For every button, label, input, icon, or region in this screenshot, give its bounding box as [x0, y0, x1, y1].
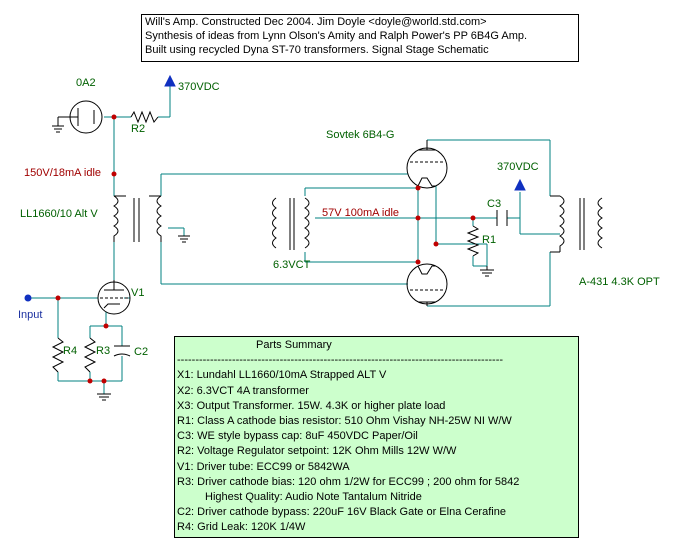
parts-item-r1: R1: Class A cathode bias resistor: 510 O… [177, 415, 512, 428]
opt-coil-primary [559, 195, 565, 252]
title-line-1: Will's Amp. Constructed Dec 2004. Jim Do… [145, 16, 487, 28]
supply-370-top-label: 370VDC [178, 81, 220, 93]
opt-coil-secondary [597, 197, 603, 249]
filament-coil-secondary [304, 197, 310, 249]
idle-57-label: 57V 100mA idle [322, 207, 400, 219]
parts-item-r3: R3: Driver cathode bias: 120 ohm 1/2W fo… [177, 475, 520, 488]
idle-150-label: 150V/18mA idle [24, 167, 102, 179]
supply-arrows [164, 74, 526, 191]
supply-arrow-right-icon [514, 178, 526, 191]
r3-resistor-icon [83, 337, 97, 373]
parts-item-x3: X3: Output Transformer. 15W. 4.3K or hig… [177, 399, 446, 412]
parts-item-x2: X2: 6.3VCT 4A transformer [177, 384, 309, 397]
parts-item-r2: R2: Voltage Regulator setpoint: 12K Ohm … [177, 445, 457, 458]
title-line-2: Synthesis of ideas from Lynn Olson's Ami… [145, 30, 528, 42]
r4-label: R4 [63, 345, 78, 357]
r3-label: R3 [96, 345, 111, 357]
parts-rule: ----------------------------------------… [177, 354, 504, 367]
r1-resistor-icon [466, 225, 480, 257]
a431-label: A-431 4.3K OPT [579, 276, 660, 288]
components [51, 100, 603, 401]
supply-arrow-top-icon [164, 74, 176, 87]
r4-resistor-icon [51, 337, 65, 373]
oa2-label: 0A2 [76, 77, 96, 89]
r2-resistor-icon [130, 110, 159, 124]
supply-370-right-label: 370VDC [497, 161, 539, 173]
parts-item-v1: V1: Driver tube: ECC99 or 5842WA [177, 460, 350, 473]
r2-label: R2 [131, 123, 146, 135]
r1-label: R1 [482, 234, 497, 246]
sovtek-label: Sovtek 6B4-G [326, 129, 395, 141]
input-label: Input [18, 309, 43, 321]
ll1660-label: LL1660/10 Alt V [20, 208, 98, 220]
v1-label: V1 [131, 287, 145, 299]
c2-label: C2 [134, 346, 149, 358]
upper-6b4g-tube-icon [406, 147, 448, 189]
parts-item-r3-note: Highest Quality: Audio Note Tantalum Nit… [205, 491, 422, 504]
parts-summary: Parts Summary --------------------------… [174, 336, 579, 538]
lower-6b4g-tube-icon [406, 263, 448, 305]
parts-item-c2: C2: Driver cathode bypass: 220uF 16V Bla… [177, 506, 506, 519]
parts-item-x1: X1: Lundahl LL1660/10mA Strapped ALT V [177, 369, 387, 382]
input-node-icon [24, 294, 32, 302]
title-line-3: Built using recycled Dyna ST-70 transfor… [145, 44, 489, 56]
ll1660-coil-primary [113, 195, 119, 242]
parts-heading: Parts Summary [256, 339, 332, 351]
ll1660-coil-secondary [156, 195, 162, 242]
parts-item-r4: R4: Grid Leak: 120K 1/4W [177, 521, 306, 534]
filament-coil-primary [272, 197, 277, 249]
vct-label: 6.3VCT [273, 259, 311, 271]
parts-item-c3: C3: WE style bypass cap: 8uF 450VDC Pape… [177, 430, 418, 443]
junction-nodes [55, 114, 476, 384]
title-block: Will's Amp. Constructed Dec 2004. Jim Do… [141, 14, 579, 62]
c3-label: C3 [487, 198, 502, 210]
